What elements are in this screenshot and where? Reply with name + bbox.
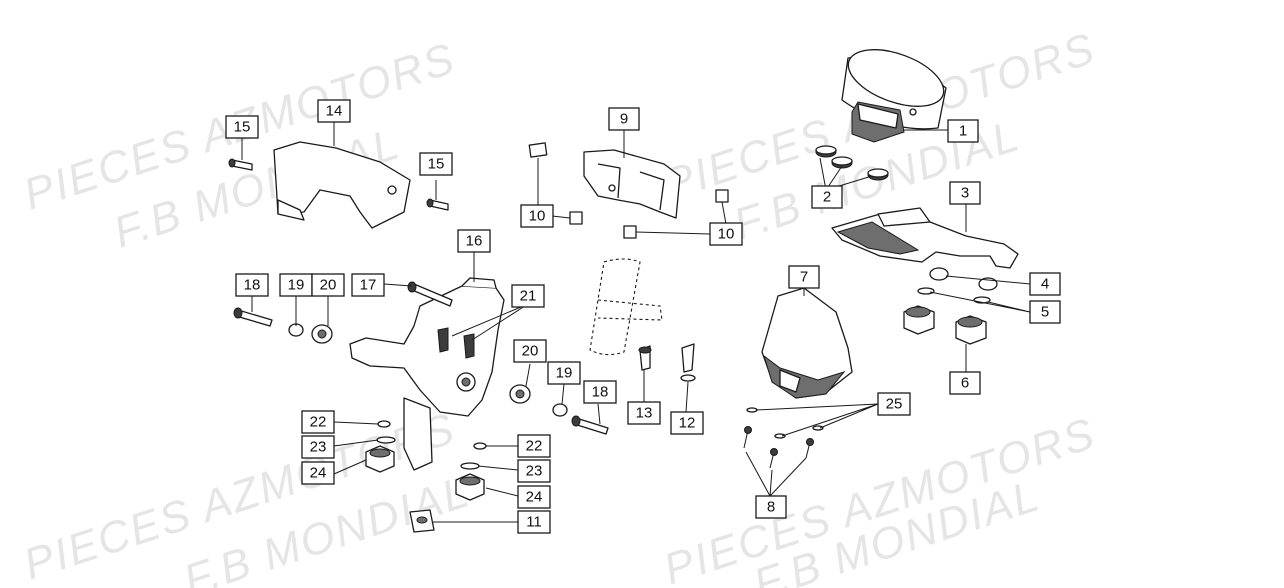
callout-1: 1 <box>947 119 979 143</box>
svg-text:19: 19 <box>556 365 573 382</box>
svg-text:6: 6 <box>961 375 969 392</box>
svg-text:14: 14 <box>326 103 343 120</box>
callout-19-left: 19 <box>279 273 313 297</box>
callout-2: 2 <box>811 185 843 209</box>
clamp-screws <box>228 158 449 211</box>
svg-text:23: 23 <box>310 439 327 456</box>
svg-text:18: 18 <box>244 277 261 294</box>
svg-text:24: 24 <box>526 489 543 506</box>
svg-text:20: 20 <box>522 343 539 360</box>
svg-text:23: 23 <box>526 463 543 480</box>
callout-18-left: 18 <box>235 273 269 297</box>
svg-text:16: 16 <box>466 233 483 250</box>
callout-3: 3 <box>949 181 981 205</box>
callout-6: 6 <box>949 371 981 395</box>
svg-text:15: 15 <box>428 156 445 173</box>
collar-spacer-parts <box>288 323 568 417</box>
callout-22-right: 22 <box>517 434 551 458</box>
callout-7: 7 <box>788 265 820 289</box>
callout-10-right: 10 <box>709 222 743 246</box>
svg-text:8: 8 <box>767 499 775 516</box>
bush-washer-parts <box>917 267 998 304</box>
bolt-parts <box>233 281 609 435</box>
screw-washer-set <box>743 407 824 469</box>
instrument-lower-cover <box>831 207 1019 269</box>
svg-text:10: 10 <box>718 226 735 243</box>
callout-4: 4 <box>1029 272 1061 296</box>
callout-19-right: 19 <box>547 361 581 385</box>
svg-text:21: 21 <box>520 288 537 305</box>
callout-17: 17 <box>351 273 385 297</box>
nut-parts <box>903 305 987 345</box>
callout-9: 9 <box>608 107 640 131</box>
callout-14: 14 <box>317 99 351 123</box>
svg-text:25: 25 <box>886 396 903 413</box>
callout-15-left: 15 <box>225 115 259 139</box>
svg-text:4: 4 <box>1041 276 1049 293</box>
callout-11: 11 <box>517 510 551 534</box>
callout-21: 21 <box>511 284 545 308</box>
svg-text:17: 17 <box>360 277 377 294</box>
callout-8: 8 <box>755 495 787 519</box>
callout-15-right: 15 <box>419 152 453 176</box>
svg-text:12: 12 <box>679 415 696 432</box>
headlight-cover <box>761 287 853 399</box>
svg-text:11: 11 <box>526 514 542 531</box>
callout-13: 13 <box>627 401 661 425</box>
svg-text:24: 24 <box>310 465 327 482</box>
svg-text:9: 9 <box>620 111 628 128</box>
callout-20-right: 20 <box>513 339 547 363</box>
callout-20-left: 20 <box>311 273 345 297</box>
svg-text:19: 19 <box>288 277 305 294</box>
callout-5: 5 <box>1029 300 1061 324</box>
svg-text:13: 13 <box>636 405 653 422</box>
svg-text:10: 10 <box>529 208 546 225</box>
fork-tube-ghost <box>589 258 663 356</box>
pin-bolt-parts <box>638 343 696 382</box>
svg-text:2: 2 <box>823 189 831 206</box>
svg-text:3: 3 <box>961 185 969 202</box>
callout-24-left: 24 <box>301 461 335 485</box>
svg-text:15: 15 <box>234 119 251 136</box>
svg-text:18: 18 <box>592 384 609 401</box>
speedometer-part <box>841 49 947 143</box>
svg-text:5: 5 <box>1041 304 1049 321</box>
callout-labels: 1 2 3 4 5 6 7 8 9 10 10 11 12 13 14 15 1… <box>225 99 1061 534</box>
callout-18-right: 18 <box>583 380 617 404</box>
svg-text:22: 22 <box>526 438 543 455</box>
clip-nut-parts <box>528 142 729 239</box>
callout-23-right: 23 <box>517 459 551 483</box>
callout-23-left: 23 <box>301 435 335 459</box>
grommet-parts <box>815 145 889 181</box>
svg-text:22: 22 <box>310 414 327 431</box>
svg-text:1: 1 <box>959 123 967 140</box>
svg-text:7: 7 <box>800 269 808 286</box>
callout-16: 16 <box>457 229 491 253</box>
callout-24-right: 24 <box>517 485 551 509</box>
main-mounting-bracket <box>349 277 505 471</box>
callout-25: 25 <box>877 392 911 416</box>
svg-text:20: 20 <box>320 277 337 294</box>
callout-10-left: 10 <box>520 204 554 228</box>
upper-bracket <box>583 149 681 219</box>
callout-12: 12 <box>670 411 704 435</box>
leader-lines <box>241 122 1031 523</box>
lower-fasteners <box>365 420 487 501</box>
lower-clip <box>409 509 435 533</box>
callout-22-left: 22 <box>301 410 335 434</box>
handlebar-clamp <box>273 141 411 229</box>
